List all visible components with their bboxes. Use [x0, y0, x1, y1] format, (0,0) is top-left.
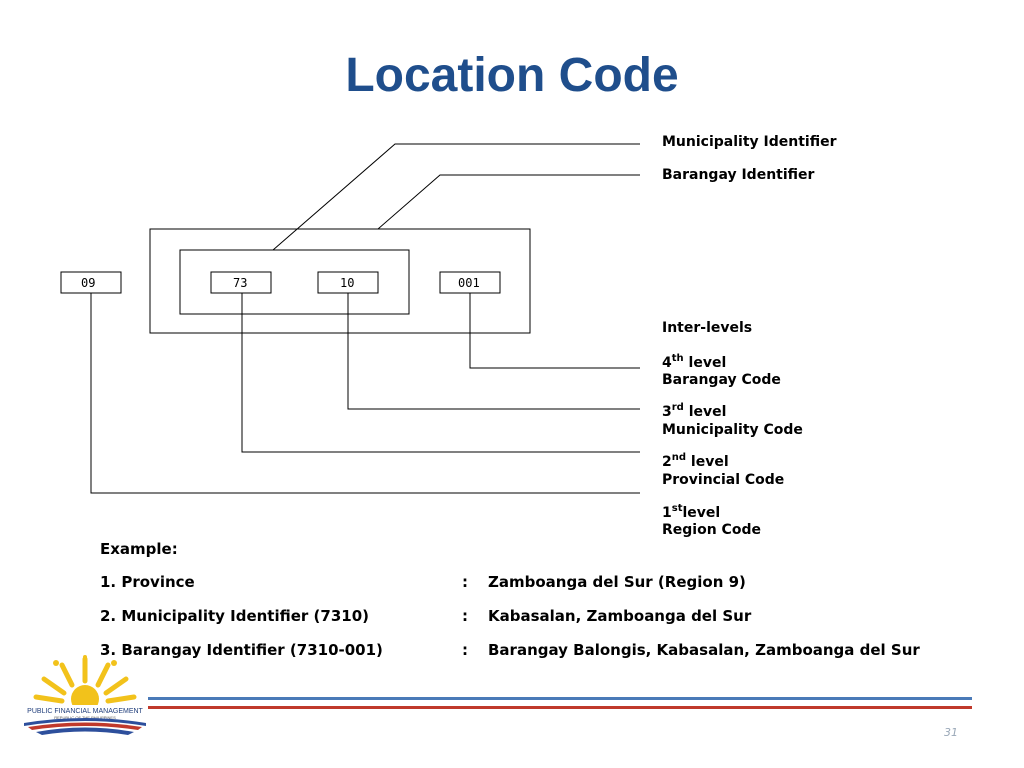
example-row-left: 2. Municipality Identifier (7310): [100, 607, 369, 625]
barangay-identifier-label: Barangay Identifier: [662, 167, 815, 183]
barangay-code-text: 001: [458, 276, 480, 290]
municipality-code-connector: [347, 293, 640, 410]
example-row-right: Kabasalan, Zamboanga del Sur: [488, 607, 752, 625]
example-row-right: Zamboanga del Sur (Region 9): [488, 573, 746, 591]
example-row-colon: :: [462, 607, 468, 625]
region-code-connector: [90, 293, 640, 494]
municipality-code-text: 10: [340, 276, 354, 290]
province-code-text: 73: [233, 276, 247, 290]
logo-swoosh-red: [28, 722, 142, 730]
example-heading: Example:: [100, 540, 178, 558]
level1-name: Region Code: [662, 522, 761, 538]
logo-swoosh-blue-2: [36, 727, 134, 735]
logo-text-band: [22, 705, 148, 719]
page-number: 31: [944, 726, 958, 739]
example-row-right: Barangay Balongis, Kabasalan, Zamboanga …: [488, 641, 920, 659]
province-code-connector: [241, 293, 640, 453]
region-code-text: 09: [81, 276, 95, 290]
level3-label: 3rd level: [662, 402, 726, 420]
example-row-left: 1. Province: [100, 573, 195, 591]
example-row-colon: :: [462, 573, 468, 591]
logo-text-main: PUBLIC FINANCIAL MANAGEMENT: [27, 708, 143, 715]
footer-divider-red: [148, 706, 972, 709]
logo-text-sub: REPUBLIC OF THE PHILIPPINES: [54, 715, 116, 720]
barangay-identifier-leader: [377, 174, 640, 230]
logo-swoosh-blue: [24, 718, 146, 726]
slide-title: Location Code: [345, 49, 679, 102]
sun-icon: [33, 655, 137, 713]
barangay-code-connector: [469, 293, 640, 369]
level3-name: Municipality Code: [662, 422, 803, 438]
municipality-identifier-box: [179, 249, 410, 315]
municipality-identifier-leader: [272, 143, 640, 251]
municipality-identifier-label: Municipality Identifier: [662, 134, 837, 150]
level2-name: Provincial Code: [662, 472, 784, 488]
province-code-box: [210, 271, 272, 294]
footer-divider-blue: [148, 697, 972, 700]
level4-name: Barangay Code: [662, 372, 781, 388]
level4-label: 4th level: [662, 353, 726, 371]
level2-label: 2nd level: [662, 452, 729, 470]
example-row-left: 3. Barangay Identifier (7310-001): [100, 641, 383, 659]
barangay-identifier-box: [149, 228, 531, 334]
pfm-logo: PUBLIC FINANCIAL MANAGEMENT REPUBLIC OF …: [22, 655, 148, 735]
level1-label: 1stlevel: [662, 503, 720, 521]
example-row-colon: :: [462, 641, 468, 659]
inter-levels-label: Inter-levels: [662, 320, 752, 336]
